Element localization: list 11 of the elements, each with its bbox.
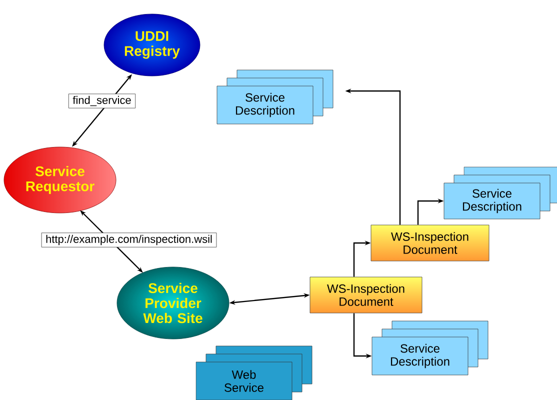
description-card-stack: Service Description: [372, 320, 488, 376]
edge-label: find_service: [68, 94, 136, 108]
description-card-stack: Service Description: [444, 166, 557, 220]
registry-oval: UDDI Registry: [104, 14, 200, 76]
web-service-card-stack: Web Service: [196, 346, 312, 400]
edge-label: http://example.com/inspection.wsil: [41, 232, 217, 248]
requestor-oval: Service Requestor: [4, 146, 116, 214]
inspection-document-box: WS-Inspection Document: [310, 276, 422, 314]
description-card-stack: Service Description: [216, 70, 334, 124]
inspection-document-box: WS-Inspection Document: [370, 224, 490, 262]
provider-oval: Service Provider Web Site: [116, 266, 230, 340]
